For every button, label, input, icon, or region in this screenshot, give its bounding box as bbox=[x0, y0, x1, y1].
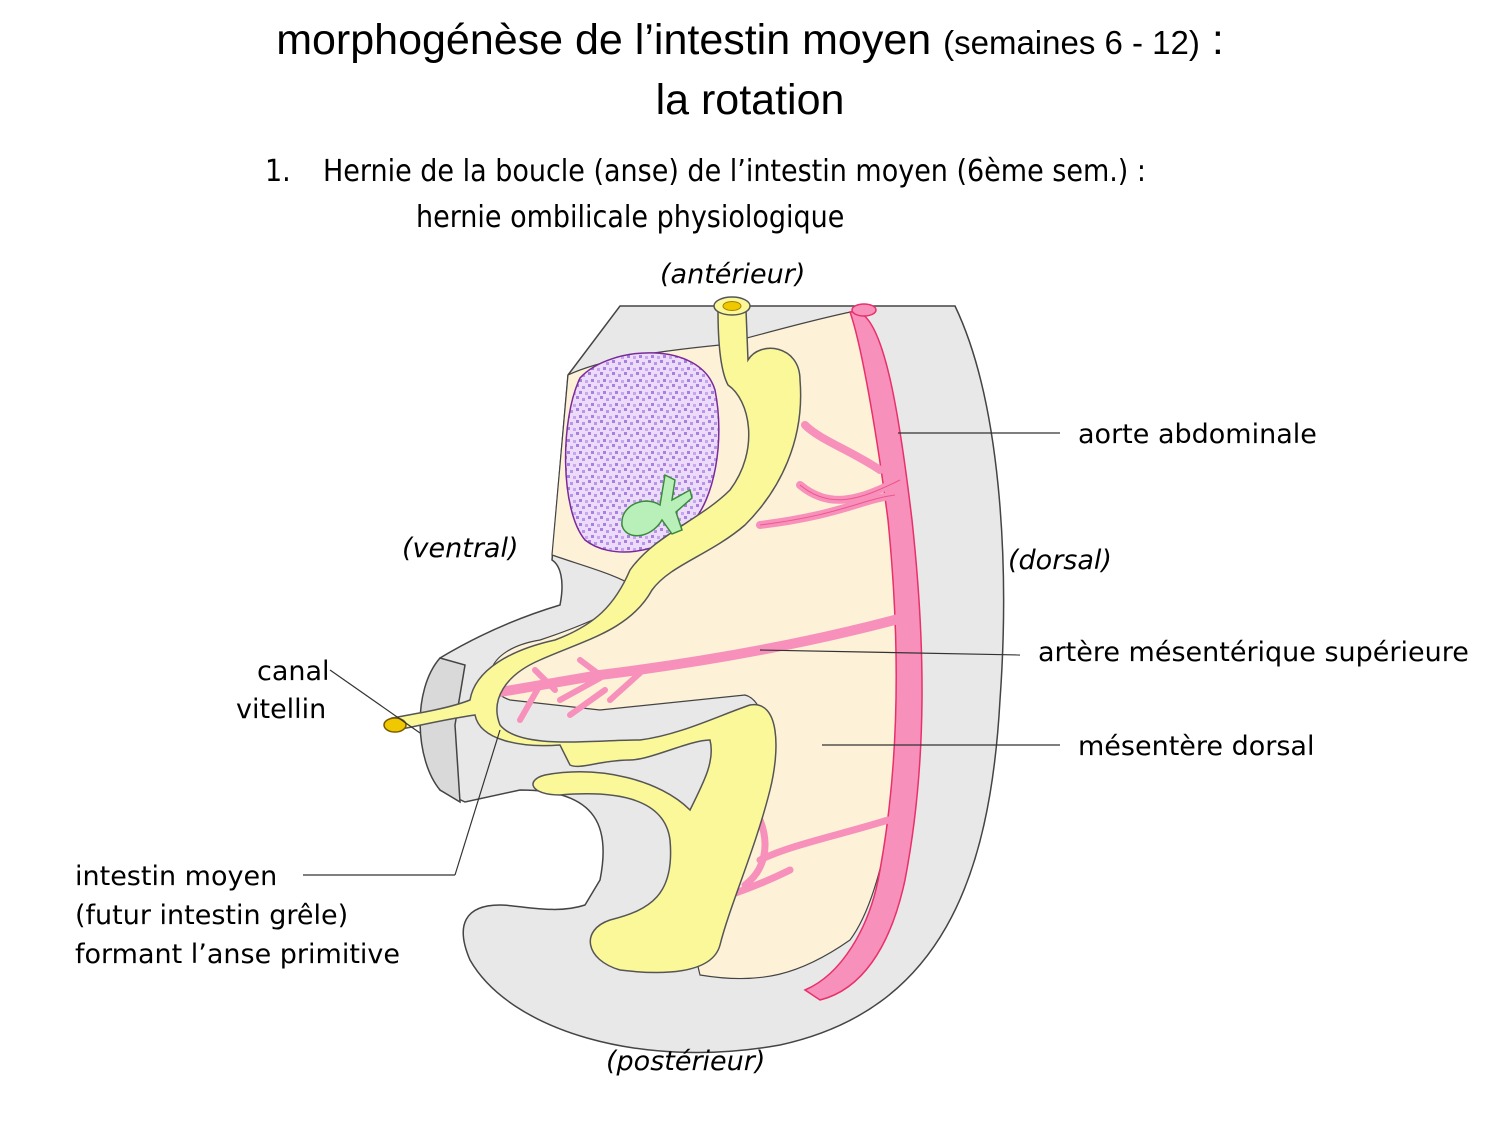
orientation-dorsal: (dorsal) bbox=[1008, 545, 1112, 576]
sma-branches bbox=[517, 657, 643, 723]
esophagus-lumen bbox=[722, 301, 742, 311]
superior-mesenteric-artery bbox=[495, 613, 907, 697]
gallbladder bbox=[621, 473, 693, 537]
label-vitelline-duct-2: vitellin bbox=[236, 694, 327, 725]
label-superior-mesenteric-artery: artère mésentérique supérieure bbox=[1038, 637, 1469, 668]
subtitle-line1: Hernie de la boucle (anse) de l’intestin… bbox=[323, 154, 1147, 189]
subtitle-line2: hernie ombilicale physiologique bbox=[416, 200, 845, 235]
label-aorta: aorte abdominale bbox=[1078, 419, 1317, 450]
leader-lines bbox=[303, 432, 1060, 876]
intestine-tube bbox=[391, 309, 802, 974]
title-colon: : bbox=[1211, 16, 1224, 64]
subtitle-number: 1. bbox=[265, 154, 291, 189]
title-main-text: morphogénèse de l’intestin moyen bbox=[276, 16, 932, 64]
label-dorsal-mesentery: mésentère dorsal bbox=[1078, 731, 1315, 762]
page-title: morphogénèse de l’intestin moyen (semain… bbox=[0, 14, 1500, 69]
label-midgut-2: (futur intestin grêle) bbox=[75, 900, 349, 931]
label-midgut-3: formant l’anse primitive bbox=[75, 939, 401, 970]
orientation-anterior: (antérieur) bbox=[660, 259, 806, 290]
aorta-section bbox=[851, 303, 877, 317]
celiac-branches-outline bbox=[759, 479, 901, 526]
label-vitelline-duct-1: canal bbox=[257, 656, 330, 687]
page-title-line2: la rotation bbox=[655, 76, 845, 124]
label-midgut-1: intestin moyen bbox=[75, 861, 278, 892]
umbilical-cord-section bbox=[419, 657, 466, 804]
orientation-posterior: (postérieur) bbox=[606, 1046, 766, 1077]
vitelline-duct-tip bbox=[383, 717, 407, 733]
orientation-ventral: (ventral) bbox=[402, 533, 519, 564]
title-weeks-text: (semaines 6 - 12) bbox=[943, 24, 1200, 61]
